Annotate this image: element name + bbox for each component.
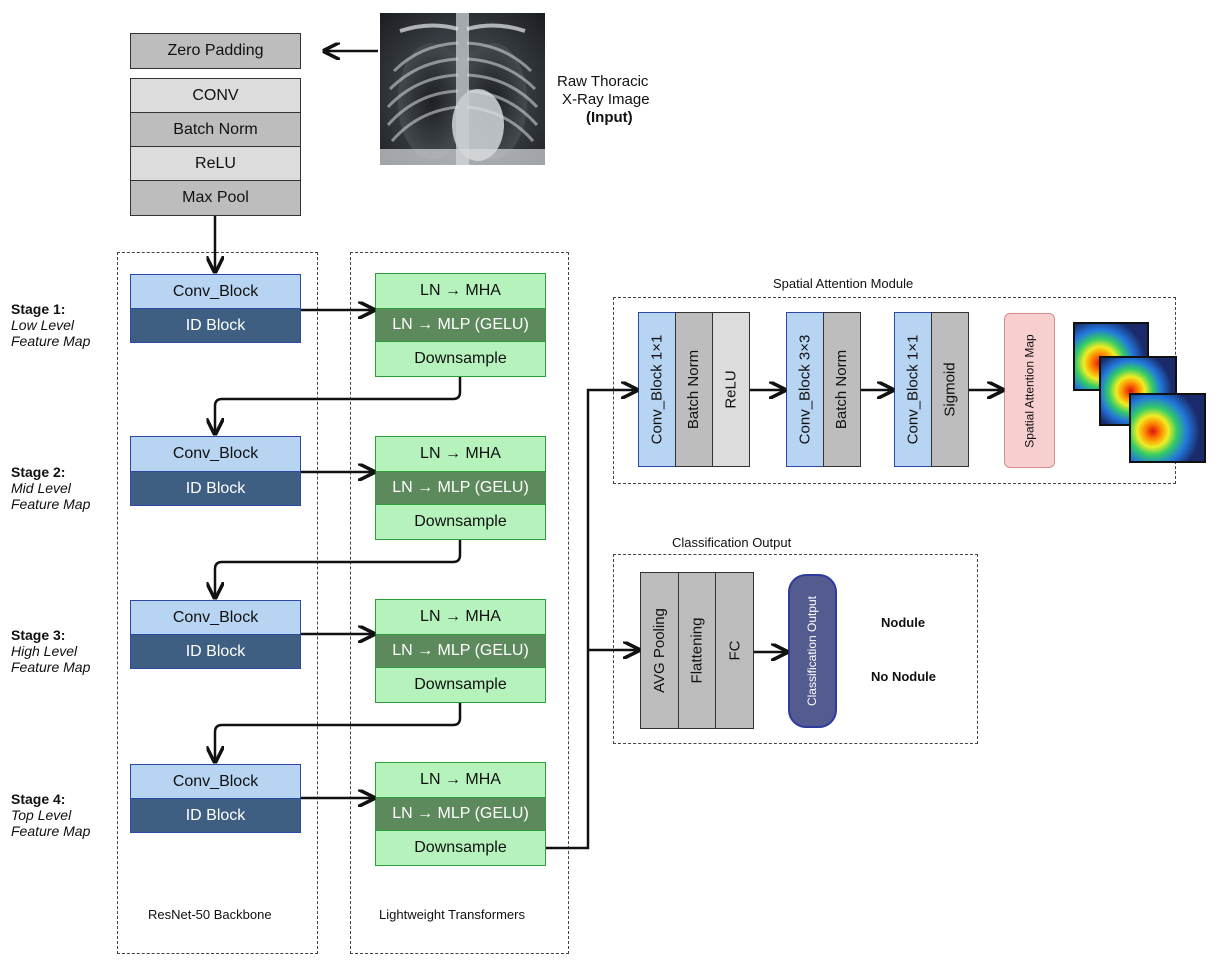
stage-3-mha-block: LN → MHA	[375, 599, 546, 635]
stage-2-mlp-label: LN → MLP (GELU)	[392, 479, 529, 496]
batch-norm-layer: Batch Norm	[130, 112, 301, 147]
stage-1-downsample-label: Downsample	[414, 350, 507, 367]
input-caption-line2: X-Ray Image	[562, 91, 650, 108]
stage-4-mlp-label: LN → MLP (GELU)	[392, 805, 529, 822]
attention-sigmoid-block: Sigmoid	[931, 312, 969, 467]
stage-1-title: Stage 1:	[11, 301, 66, 317]
stage-3-mlp-label: LN → MLP (GELU)	[392, 642, 529, 659]
xray-input-image	[380, 13, 545, 165]
avg-pooling-block: AVG Pooling	[640, 572, 679, 729]
attention-relu-block: ReLU	[712, 312, 750, 467]
class-no-nodule-label: No Nodule	[871, 669, 936, 684]
classification-output-pill: Classification Output	[788, 574, 837, 728]
stage-3-title: Stage 3:	[11, 627, 66, 643]
stage-3-line2: Feature Map	[11, 659, 91, 675]
stage-4-line2: Feature Map	[11, 823, 91, 839]
transformer-container	[350, 252, 569, 954]
stage-2-id-label: ID Block	[185, 479, 246, 497]
stage-2-mha-block: LN → MHA	[375, 436, 546, 472]
backbone-container	[117, 252, 318, 954]
stage-4-downsample-block: Downsample	[375, 830, 546, 866]
stage-4-id-block: ID Block	[130, 798, 301, 833]
class-nodule-label: Nodule	[881, 615, 926, 630]
zero-padding-layer: Zero Padding	[130, 33, 301, 69]
input-caption-bold: (Input)	[586, 109, 633, 126]
relu-label: ReLU	[195, 154, 236, 172]
attention-batchnorm-b-block: Batch Norm	[823, 312, 861, 467]
heatmap-thumbnail-3	[1129, 393, 1206, 463]
stage-4-downsample-label: Downsample	[414, 839, 507, 856]
stage-1-mha-label: LN → MHA	[420, 282, 501, 299]
xray-drawing	[380, 13, 545, 165]
stage-4-mlp-block: LN → MLP (GELU)	[375, 797, 546, 831]
attention-title: Spatial Attention Module	[773, 276, 914, 291]
stage-1-downsample-block: Downsample	[375, 341, 546, 377]
stage-3-id-block: ID Block	[130, 634, 301, 669]
stage-3-id-label: ID Block	[185, 642, 246, 660]
stage-2-id-block: ID Block	[130, 471, 301, 506]
max-pool-layer: Max Pool	[130, 180, 301, 216]
classification-title: Classification Output	[672, 535, 792, 550]
stage-3-mha-label: LN → MHA	[420, 608, 501, 625]
stage-1-line1: Low Level	[11, 317, 75, 333]
stage-1-id-block: ID Block	[130, 308, 301, 343]
stage-4-conv-label: Conv_Block	[172, 772, 259, 790]
stage-2-line1: Mid Level	[11, 480, 71, 496]
stage-1-conv-label: Conv_Block	[172, 282, 259, 300]
spatial-attention-map-block: Spatial Attention Map	[1004, 313, 1055, 468]
stage-2-mlp-block: LN → MLP (GELU)	[375, 471, 546, 505]
stage-4-id-label: ID Block	[185, 806, 246, 824]
max-pool-label: Max Pool	[182, 189, 249, 206]
batch-norm-label: Batch Norm	[173, 120, 258, 138]
attention-conv3x3-block: Conv_Block 3×3	[786, 312, 824, 467]
stage-3-conv-label: Conv_Block	[172, 608, 259, 626]
zero-padding-label: Zero Padding	[167, 42, 264, 59]
stage-3-mlp-block: LN → MLP (GELU)	[375, 634, 546, 668]
attention-conv1x1-a-block: Conv_Block 1×1	[638, 312, 676, 467]
input-caption-line1: Raw Thoracic	[557, 73, 649, 90]
stage-1-line2: Feature Map	[11, 333, 91, 349]
stage-2-line2: Feature Map	[11, 496, 91, 512]
stage-2-conv-block: Conv_Block	[130, 436, 301, 472]
stage-2-conv-label: Conv_Block	[172, 445, 259, 462]
stage-4-mha-label: LN → MHA	[420, 771, 501, 788]
stage-3-downsample-label: Downsample	[414, 676, 507, 693]
stage-1-mlp-label: LN → MLP (GELU)	[392, 316, 529, 333]
stage-4-conv-block: Conv_Block	[130, 764, 301, 799]
stage-2-downsample-label: Downsample	[414, 513, 507, 530]
fc-block: FC	[715, 572, 754, 729]
transformer-label: Lightweight Transformers	[379, 907, 525, 922]
stage-1-id-label: ID Block	[185, 316, 246, 334]
stage-2-mha-label: LN → MHA	[420, 445, 501, 462]
stage-4-line1: Top Level	[11, 807, 72, 823]
stage-2-downsample-block: Downsample	[375, 504, 546, 540]
backbone-label: ResNet-50 Backbone	[148, 907, 272, 922]
stage-1-mha-block: LN → MHA	[375, 273, 546, 309]
stage-3-downsample-block: Downsample	[375, 667, 546, 703]
stage-4-title: Stage 4:	[11, 791, 66, 807]
stage-2-title: Stage 2:	[11, 464, 66, 480]
conv-label: CONV	[192, 86, 239, 104]
stage-3-line1: High Level	[11, 643, 78, 659]
